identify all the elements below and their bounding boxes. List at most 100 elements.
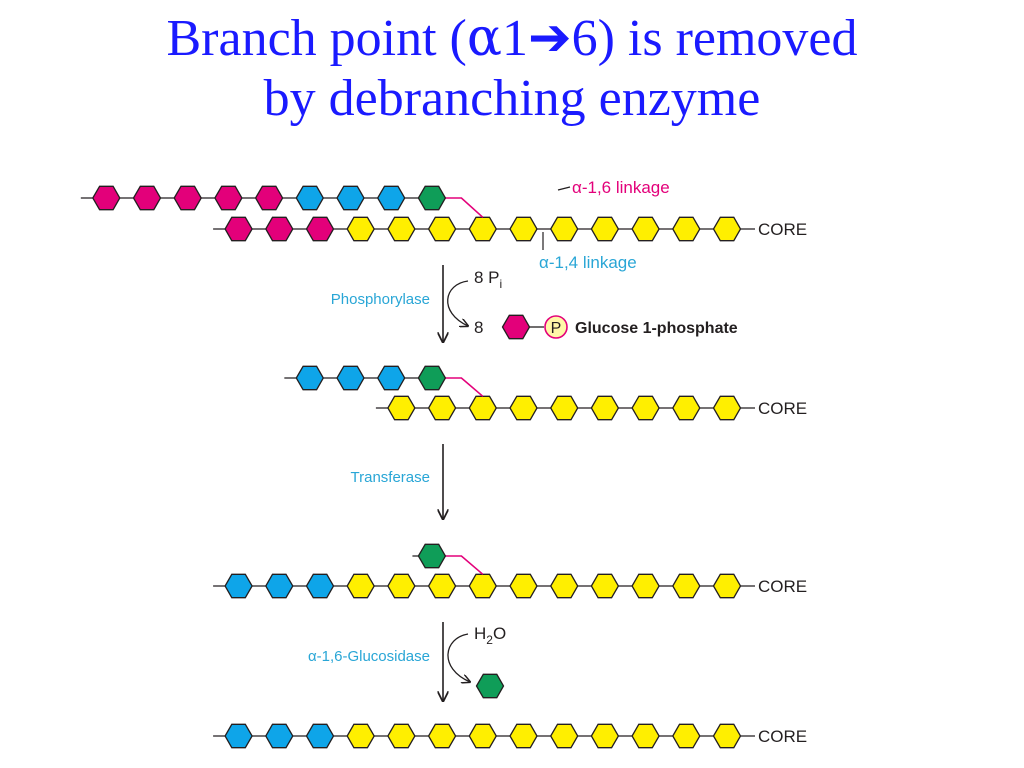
released-glucose-residue-green	[475, 673, 505, 699]
water-o: O	[493, 624, 506, 643]
title-one: 1	[501, 10, 528, 67]
alpha16-leader-line	[557, 186, 571, 191]
glucose-residue-magenta-stage1-branch-5	[254, 185, 284, 211]
title-line-1-suffix: 6) is removed	[571, 10, 858, 67]
glucose-residue-blue-stage1-branch-6	[295, 185, 325, 211]
glucose-residue-yellow-stage2-main-8	[672, 395, 701, 421]
glucose-residue-magenta-stage1-branch-4	[214, 185, 243, 211]
glucose-residue-blue-stage4-main-2	[265, 723, 294, 749]
glucose-residue-blue-stage2-branch-3	[376, 365, 406, 391]
glucose-residue-yellow-stage1-main-4	[346, 216, 375, 242]
glucose-residue-yellow-stage4-main-8	[509, 723, 538, 749]
phosphorylase-side-arrow-icon	[447, 280, 468, 326]
title-line-2: by debranching enzyme	[263, 70, 761, 127]
glucose-residue-yellow-stage4-main-6	[427, 723, 457, 749]
core-label-1: CORE	[758, 220, 807, 239]
glucose-residue-yellow-stage2-main-6	[590, 395, 620, 421]
glucose-residue-yellow-stage2-main-2	[427, 395, 457, 421]
glucose-residue-yellow-stage2-main-1	[387, 395, 416, 421]
glucose-residue-yellow-stage4-main-11	[631, 723, 660, 749]
glucose-residue-blue-stage4-main-3	[305, 723, 335, 749]
core-label-2: CORE	[758, 399, 807, 418]
eight-pi-subscript: i	[500, 277, 503, 291]
glucose-residue-yellow-stage3-main-13	[712, 573, 742, 599]
glucose-residue-yellow-stage2-main-7	[631, 395, 660, 421]
glucose-residue-yellow-stage1-main-7	[468, 216, 498, 242]
glucose-residue-blue-stage3-main-1	[224, 573, 253, 599]
title-line-1: Branch point (α1➔6) is removed	[0, 8, 1024, 69]
eight-pi-prefix: 8 P	[474, 268, 500, 287]
glucose-residue-yellow-stage1-main-5	[387, 216, 416, 242]
glucose-residue-yellow-stage1-main-12	[672, 216, 701, 242]
glucose-residue-yellow-stage3-main-5	[387, 573, 416, 599]
glucose-residue-yellow-stage3-main-4	[346, 573, 375, 599]
alpha16-linkage-label: α-1,6 linkage	[572, 178, 670, 197]
glucose-residue-yellow-stage2-main-5	[549, 395, 579, 421]
eight-count-label: 8	[474, 318, 483, 337]
alpha16-branch-link-3	[445, 555, 484, 575]
glucose-residue-yellow-stage2-main-4	[509, 395, 538, 421]
glucose-residue-yellow-stage3-main-8	[509, 573, 538, 599]
glucose-residue-blue-stage2-branch-1	[295, 365, 325, 391]
glucose-residue-yellow-stage4-main-5	[387, 723, 416, 749]
glucose-residue-yellow-stage3-main-7	[468, 573, 498, 599]
glucose-residue-magenta-stage1-branch-3	[173, 185, 202, 211]
glucose-residue-yellow-stage1-main-6	[427, 216, 457, 242]
phosphate-symbol: P	[551, 320, 562, 337]
glucose-residue-yellow-stage3-main-11	[631, 573, 660, 599]
title-alpha-symbol: α	[466, 8, 502, 68]
glucose-residue-magenta-stage1-main-2	[265, 216, 294, 242]
alpha16-branch-link-1	[445, 197, 484, 218]
water-subscript: 2	[486, 633, 493, 647]
glucose-residue-yellow-stage4-main-10	[590, 723, 620, 749]
water-h: H	[474, 624, 486, 643]
alpha14-linkage-label: α-1,4 linkage	[539, 253, 637, 272]
glucose-residue-yellow-stage1-main-9	[549, 216, 579, 242]
glucose-residue-magenta-stage1-main-3	[305, 216, 335, 242]
glucose-residue-yellow-stage2-main-3	[468, 395, 498, 421]
transferase-label: Transferase	[351, 469, 430, 486]
glucose-residue-yellow-stage1-main-8	[509, 216, 538, 242]
glucose-residue-green-stage2-branch-4	[417, 365, 447, 391]
phosphorylase-label: Phosphorylase	[331, 291, 430, 308]
glucose-residue-yellow-stage3-main-12	[672, 573, 701, 599]
glucose-residue-magenta-stage1-branch-1	[92, 185, 121, 211]
glucose-residue-blue-stage4-main-1	[224, 723, 253, 749]
glucose-residue-blue-stage3-main-3	[305, 573, 335, 599]
glucose-residue-yellow-stage4-main-7	[468, 723, 498, 749]
glucose-residue-yellow-stage3-main-6	[427, 573, 457, 599]
glucose-residue-magenta-stage1-branch-2	[132, 185, 162, 211]
slide-title: Branch point (α1➔6) is removed by debran…	[0, 8, 1024, 129]
eight-pi-label: 8 Pi	[474, 268, 502, 291]
glycogen-chains	[80, 185, 755, 749]
glucose-1-phosphate-label: Glucose 1-phosphate	[575, 320, 738, 337]
glucose-residue-yellow-stage4-main-13	[712, 723, 742, 749]
glucose-residue-blue-stage1-branch-8	[376, 185, 406, 211]
glucose-residue-blue-stage3-main-2	[265, 573, 294, 599]
glucose-residue-yellow-stage4-main-9	[549, 723, 579, 749]
glucose-residue-yellow-stage1-main-10	[590, 216, 620, 242]
glucose-residue-blue-stage1-branch-7	[336, 185, 365, 211]
glucose-residue-yellow-stage2-main-9	[712, 395, 742, 421]
title-line-1-prefix: Branch point (	[166, 10, 467, 67]
glucose-residue-blue-stage2-branch-2	[336, 365, 365, 391]
glucose-residue-yellow-stage3-main-10	[590, 573, 620, 599]
phosphate-circle-icon	[544, 315, 568, 339]
core-label-3: CORE	[758, 577, 807, 596]
title-arrow-icon: ➔	[527, 8, 572, 68]
water-label: H2O	[474, 624, 506, 647]
glucose-residue-magenta-stage1-main-1	[224, 216, 253, 242]
glucosidase-label: α-1,6-Glucosidase	[308, 648, 430, 665]
core-label-4: CORE	[758, 727, 807, 746]
glucose-residue-yellow-stage4-main-4	[346, 723, 375, 749]
glucose-residue-yellow-stage3-main-9	[549, 573, 579, 599]
glucose-residue-yellow-stage1-main-13	[712, 216, 742, 242]
glucose-residue-yellow-stage4-main-12	[672, 723, 701, 749]
alpha16-branch-link-2	[445, 377, 484, 397]
glucosidase-side-arrow-icon	[447, 633, 470, 682]
glucose-residue-green-stage1-branch-9	[417, 185, 447, 211]
glucose-residue-yellow-stage1-main-11	[631, 216, 660, 242]
released-glucose-residue-magenta	[501, 314, 531, 340]
